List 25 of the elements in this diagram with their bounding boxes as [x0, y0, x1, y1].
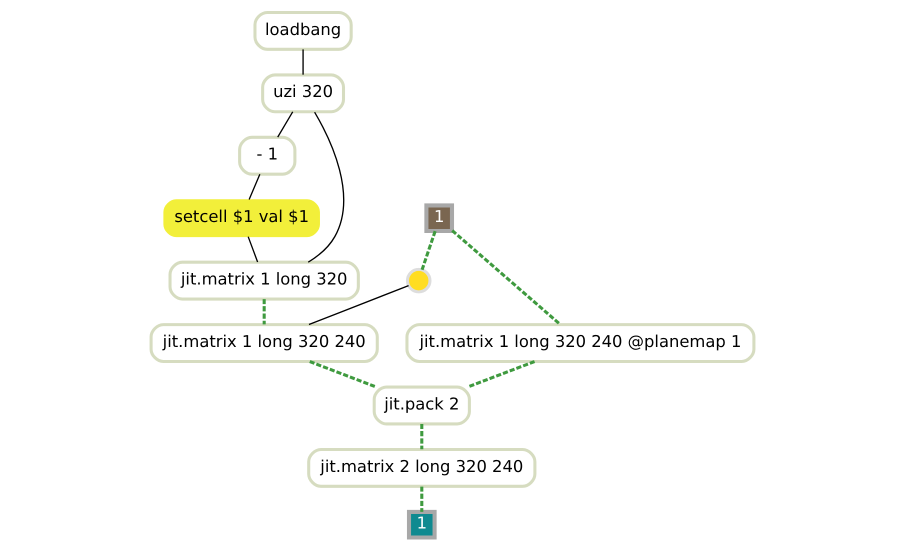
node-box: loadbang	[252, 10, 352, 51]
connector	[248, 174, 260, 200]
node-box: 1	[424, 203, 454, 234]
node-box: - 1	[238, 136, 296, 176]
node-box: jit.matrix 2 long 320 240	[306, 448, 536, 488]
node-box: setcell $1 val $1	[162, 199, 320, 238]
connector	[307, 112, 344, 263]
connector	[466, 360, 535, 388]
connector	[308, 285, 408, 326]
connector	[420, 486, 423, 512]
connector	[276, 112, 293, 138]
connector	[450, 229, 561, 326]
node-box: jit.matrix 1 long 320	[168, 260, 360, 301]
node-box: uzi 320	[260, 73, 345, 114]
connector	[302, 49, 304, 75]
node-box: jit.matrix 1 long 320 240 @planemap 1	[404, 323, 755, 364]
connector	[308, 360, 376, 388]
node-box: jit.pack 2	[372, 386, 470, 426]
connector	[420, 424, 423, 450]
node-box: jit.matrix 1 long 320 240	[149, 323, 378, 364]
connector	[262, 299, 266, 324]
node-box: 1	[406, 510, 436, 540]
connector	[420, 230, 436, 270]
connector	[247, 236, 258, 262]
node-circle	[405, 268, 432, 294]
